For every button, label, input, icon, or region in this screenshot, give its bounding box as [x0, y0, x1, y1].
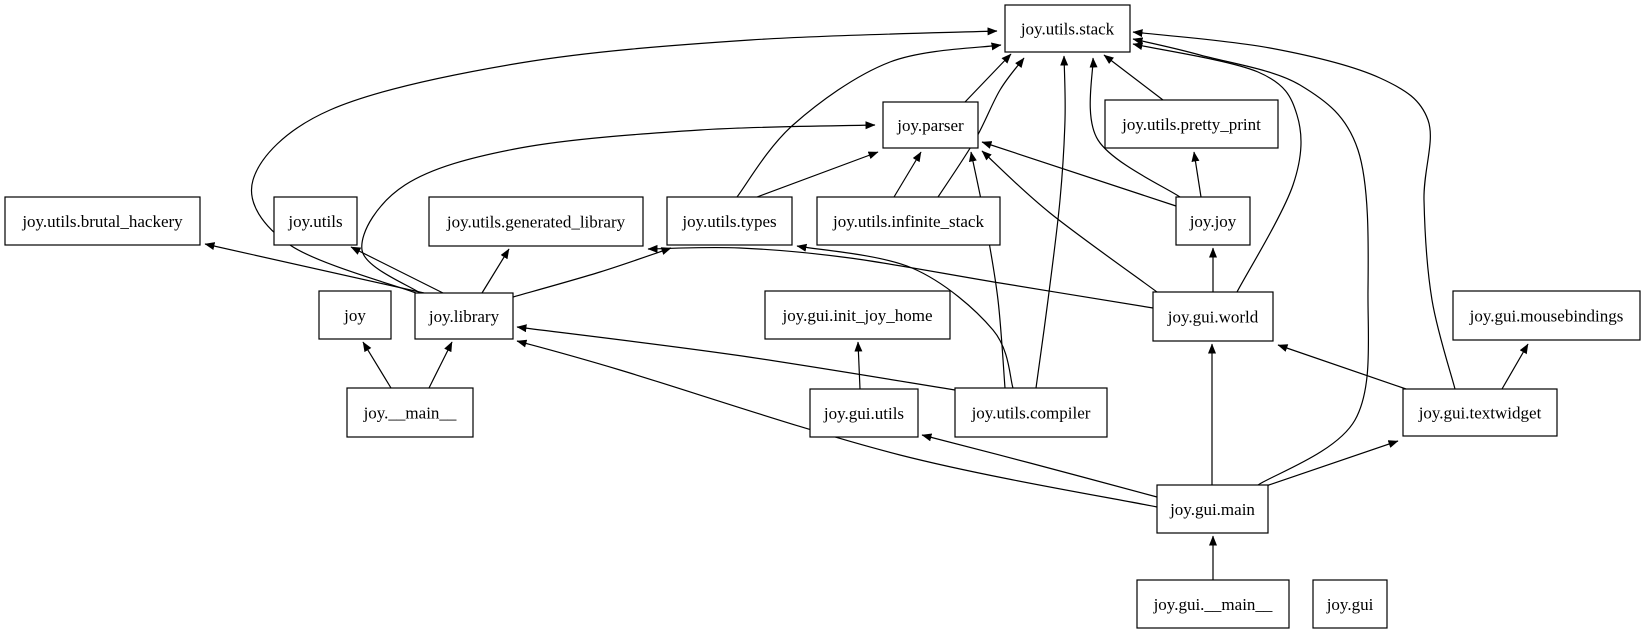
node-box-joy-utils-types — [666, 196, 793, 246]
edge-joy-utils-compiler--joy-utils-stack — [1035, 55, 1069, 389]
node-label-joy-gui-utils: joy.gui.utils — [823, 404, 904, 423]
edge-joy-utils-compiler--joy-parser — [968, 151, 1006, 389]
node-joy: joy — [318, 290, 392, 340]
node-joy-utils-brutal-hackery: joy.utils.brutal_hackery — [4, 196, 201, 246]
edge-joy-gui-main--joy-gui-textwidget — [1265, 440, 1399, 487]
node-box-joy-gui — [1312, 579, 1388, 629]
edge-joy-library--joy-utils — [350, 246, 444, 294]
node-label-joy-utils-generated-library: joy.utils.generated_library — [446, 213, 626, 232]
edge-joy-gui-world--joy-parser — [981, 150, 1158, 293]
node-box-joy-gui-utils — [809, 388, 919, 438]
node-label-joy-gui-textwidget: joy.gui.textwidget — [1418, 404, 1542, 423]
node-box-joy-utils-stack — [1004, 4, 1131, 53]
edge-joy-utils-compiler--joy-library — [516, 324, 956, 391]
node-box-joy-gui-world — [1152, 291, 1274, 342]
node-label-joy-utils-compiler: joy.utils.compiler — [971, 404, 1091, 423]
node-box-joy-utils — [273, 196, 358, 246]
node-label-joy-gui-init-joy-home: joy.gui.init_joy_home — [781, 306, 932, 325]
node-joy-gui-init-joy-home: joy.gui.init_joy_home — [764, 290, 951, 340]
edge-joy-utils-infinite-stack--joy-utils-stack — [937, 57, 1025, 198]
node-box-joy-utils-infinite-stack — [816, 196, 1001, 246]
edge-joy-joy--joy-parser — [981, 141, 1177, 207]
edge-joy-gui-textwidget--joy-gui-mousebindings — [1501, 343, 1529, 390]
edge-joy-gui-textwidget--joy-gui-world — [1277, 344, 1407, 390]
node-label-joy-utils-infinite-stack: joy.utils.infinite_stack — [832, 212, 984, 231]
edge-joy-library--joy-utils-brutal-hackery — [204, 242, 425, 294]
node-box-joy-gui-textwidget — [1402, 388, 1558, 437]
node-joy-library: joy.library — [414, 292, 514, 340]
node-label-joy-joy: joy.joy — [1189, 212, 1237, 231]
node-label-joy-utils-brutal-hackery: joy.utils.brutal_hackery — [21, 212, 183, 231]
node-label-joy-gui: joy.gui — [1326, 595, 1374, 614]
edge-joy-joy--joy-utils-pretty-print — [1191, 151, 1202, 198]
node-label-joy-utils-stack: joy.utils.stack — [1020, 20, 1115, 39]
node-label-joy-parser: joy.parser — [896, 116, 964, 135]
node-joy-utils-pretty-print: joy.utils.pretty_print — [1104, 99, 1279, 149]
node-box-joy-gui-mousebindings — [1452, 290, 1641, 341]
node-label-joy-gui-main: joy.gui.__main__ — [1153, 595, 1273, 614]
edge-joy-gui-main--joy-gui-utils — [921, 433, 1158, 498]
node-joy-joy: joy.joy — [1175, 196, 1251, 246]
node-box-joy-parser — [882, 101, 979, 149]
node-joy-gui-utils: joy.gui.utils — [809, 388, 919, 438]
edge-joy-utils-types--joy-utils-stack — [736, 42, 1002, 198]
node-joy-utils: joy.utils — [273, 196, 358, 246]
edge-joy-gui-main--joy-utils-stack — [1132, 37, 1370, 486]
node-box-joy-utils-brutal-hackery — [4, 196, 201, 246]
node-joy-gui-main: joy.gui.main — [1156, 484, 1269, 534]
node-box-joy-library — [414, 292, 514, 340]
edge-joy-gui-world--joy-utils-stack — [1132, 42, 1302, 293]
node-box-joy-utils-generated-library — [428, 196, 644, 247]
node-joy-parser: joy.parser — [882, 101, 979, 149]
node-joy-utils-types: joy.utils.types — [666, 196, 793, 246]
node-label-joy-gui-world: joy.gui.world — [1167, 308, 1259, 327]
node-label-joy-main: joy.__main__ — [363, 404, 457, 423]
node-joy-gui-mousebindings: joy.gui.mousebindings — [1452, 290, 1641, 341]
node-box-joy-gui-init-joy-home — [764, 290, 951, 340]
nodes-layer: joy.utils.stack joy.parser joy.utils.prett… — [4, 4, 1641, 629]
node-box-joy-gui-main — [1156, 484, 1269, 534]
node-label-joy-utils-types: joy.utils.types — [681, 212, 776, 231]
edge-joy-gui-main--joy-library — [516, 339, 1158, 508]
edge-joy-library--joy-parser — [361, 121, 876, 294]
node-label-joy-utils-pretty-print: joy.utils.pretty_print — [1121, 115, 1261, 134]
node-joy-utils-infinite-stack: joy.utils.infinite_stack — [816, 196, 1001, 246]
edge-joy-utils-types--joy-parser — [756, 151, 879, 198]
node-joy-gui-world: joy.gui.world — [1152, 291, 1274, 342]
edge-joy-gui-world--joy-utils-generated-library — [647, 244, 1154, 309]
node-box-joy-utils-compiler — [954, 387, 1108, 438]
edge-joy-gui-utils--joy-gui-init-joy-home — [854, 341, 863, 390]
node-joy-utils-generated-library: joy.utils.generated_library — [428, 196, 644, 247]
node-box-joy — [318, 290, 392, 340]
edge-joy-utils-pretty-print--joy-utils-stack — [1103, 54, 1164, 101]
edge-joy-library--joy-utils-generated-library — [481, 248, 510, 294]
edge-joy-utils-infinite-stack--joy-parser — [893, 151, 922, 198]
edge-joy-gui-textwidget--joy-utils-stack — [1132, 29, 1456, 390]
node-label-joy: joy — [343, 306, 366, 325]
node-joy-gui-main: joy.gui.__main__ — [1136, 579, 1290, 629]
node-box-joy-utils-pretty-print — [1104, 99, 1279, 149]
edge-joy-main--joy — [362, 341, 392, 389]
node-label-joy-gui-mousebindings: joy.gui.mousebindings — [1469, 307, 1624, 326]
edge-joy-library--joy-utils-types — [512, 247, 672, 298]
edge-joy-parser--joy-utils-stack — [964, 53, 1012, 103]
node-joy-main: joy.__main__ — [346, 387, 474, 438]
node-label-joy-library: joy.library — [428, 307, 500, 326]
edge-joy-main--joy-library — [428, 341, 453, 389]
edge-joy-joy--joy-utils-stack — [1089, 57, 1181, 198]
node-joy-utils-compiler: joy.utils.compiler — [954, 387, 1108, 438]
node-label-joy-utils: joy.utils — [287, 212, 342, 231]
node-label-joy-gui-main: joy.gui.main — [1169, 500, 1255, 519]
node-box-joy-gui-main — [1136, 579, 1290, 629]
node-box-joy-joy — [1175, 196, 1251, 246]
node-box-joy-main — [346, 387, 474, 438]
node-joy-gui: joy.gui — [1312, 579, 1388, 629]
node-joy-gui-textwidget: joy.gui.textwidget — [1402, 388, 1558, 437]
node-joy-utils-stack: joy.utils.stack — [1004, 4, 1131, 53]
